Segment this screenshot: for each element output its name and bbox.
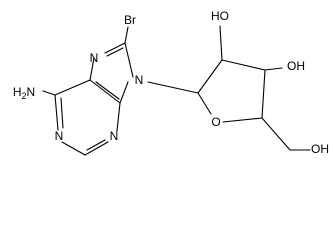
bond-o-c1prime [197,92,212,115]
bond-c8-n7 [104,42,126,54]
bond-c8-n7-double [106,47,124,57]
bond-c6-n1 [54,94,59,131]
bond-c5-c4-double [95,81,120,100]
bond-n9-c1prime [147,81,199,94]
bond-c4prime-c5prime [261,117,291,151]
n7-label: N [90,51,99,65]
bond-c1prime-c2prime [197,59,223,94]
n9-label: N [135,73,144,87]
hydroxyl-5prime-label: OH [311,142,329,156]
atom-labels: Br N N N N H2N O HO OH OH [13,9,329,156]
bond-c8-br [124,26,129,44]
bond-c5-c6 [54,79,91,96]
ring-oxygen-label: O [211,115,220,129]
bromine-label: Br [124,13,136,27]
structure-diagram: Br N N N N H2N O HO OH OH [13,9,329,156]
bond-c4prime-o [222,117,263,123]
hydroxyl-2prime-label: HO [211,9,229,23]
bond-c6-nh2 [42,90,56,96]
bond-n7-c5 [89,57,95,81]
bond-c2-n3-double [86,139,106,151]
bond-n3-c4 [116,102,121,132]
bond-c3prime-oh [264,67,283,71]
n3-label: N [110,129,119,143]
bond-c2prime-oh [219,25,223,61]
bond-c2-n3 [84,141,109,156]
bond-n9-c8 [124,42,134,78]
bond-n1-c2 [61,141,86,156]
bond-c2prime-c3prime [221,59,266,71]
bond-lines [42,25,311,156]
hydroxyl-3prime-label: OH [287,59,305,73]
amine-label: H2N [13,85,35,101]
bond-c6-n1-double [60,97,64,129]
n1-label: N [55,129,64,143]
bond-c5-c4 [89,79,121,104]
bond-c4-n9 [119,81,129,104]
bond-c3prime-c4prime [261,69,266,119]
